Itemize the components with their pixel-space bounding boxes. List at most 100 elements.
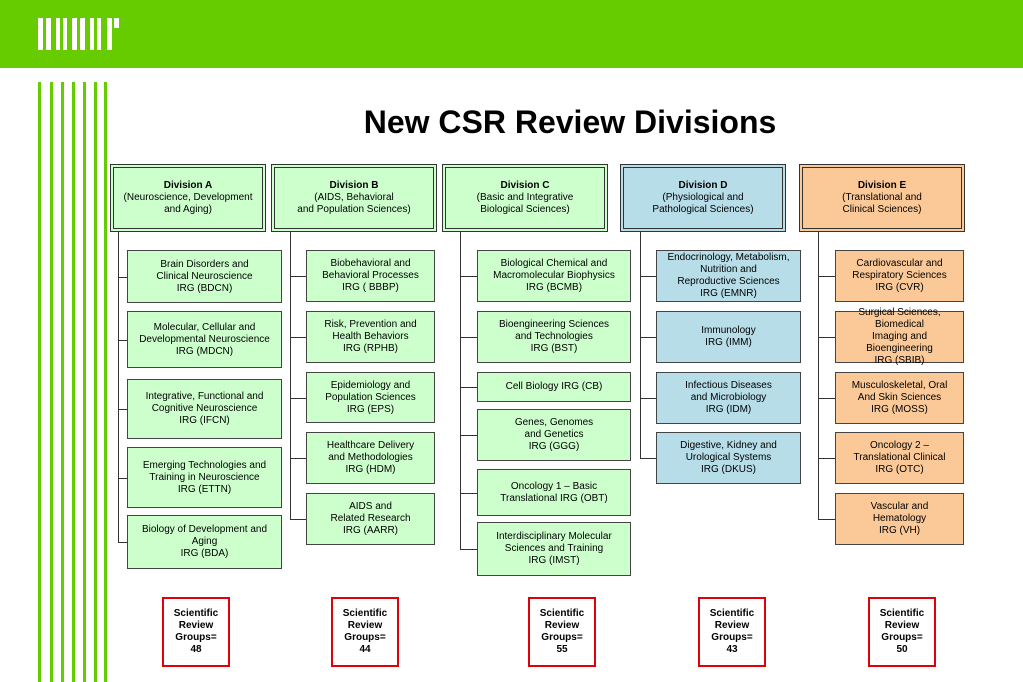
irg-label-line: Macromolecular Biophysics (493, 270, 615, 281)
count-label-line: 43 (726, 644, 738, 655)
irg-label-line: Cognitive Neuroscience (151, 403, 258, 414)
irg-label-line: Oncology 2 – (870, 440, 929, 451)
connector-branch (118, 340, 127, 341)
irg-label-line: IRG (AARR) (343, 525, 398, 536)
irg-label-line: Cell Biology IRG (CB) (505, 381, 603, 392)
page-title: New CSR Review Divisions (363, 104, 777, 140)
division-description: (Basic and Integrative (476, 192, 574, 203)
irg-label-line: IRG (IMM) (705, 337, 752, 348)
count-label-line: Review (884, 620, 920, 631)
irg-label-line: Epidemiology and (330, 379, 411, 391)
irg-label-line: And Skin Sciences (857, 392, 942, 403)
irg-label-line: IRG (RPHB) (343, 343, 398, 354)
irg-label-line: and Genetics (524, 429, 584, 440)
irg-label-line: and Technologies (515, 331, 593, 342)
connector-branch (818, 458, 835, 459)
connector-branch (640, 276, 656, 277)
irg-label-line: IRG (MOSS) (871, 404, 928, 415)
connector-branch (640, 337, 656, 338)
irg-label-line: Genes, Genomes (514, 417, 594, 428)
division-description: (Neuroscience, Development (123, 192, 253, 203)
irg-label-line: Biobehavioral and (330, 258, 411, 269)
division-name: Division D (678, 180, 728, 191)
irg-label-line: IRG (BDCN) (176, 282, 233, 294)
irg-label-line: IRG (VH) (878, 525, 921, 536)
connector-branch (290, 458, 306, 459)
connector-branch (290, 398, 306, 399)
irg-label-line: Endocrinology, Metabolism, (667, 252, 790, 263)
count-label-line: 44 (359, 644, 371, 655)
division-description: (AIDS, Behavioral (314, 192, 394, 203)
connector-branch (818, 276, 835, 277)
connector-branch (118, 409, 127, 410)
division-name: Division B (329, 180, 379, 191)
irg-label-line: Nutrition and (700, 264, 757, 275)
connector-branch (460, 276, 477, 277)
division-description: Biological Sciences) (480, 204, 570, 215)
count-label-line: Scientific (342, 608, 388, 619)
irg-label-line: IRG (EPS) (346, 403, 395, 415)
count-label-line: 50 (896, 644, 908, 655)
irg-label-line: AIDS and (349, 501, 392, 512)
irg-label-line: IRG (BST) (530, 343, 578, 354)
division-d-connector-trunk (640, 232, 641, 458)
irg-label-line: IRG (HDM) (345, 464, 396, 475)
irg-label-line: Reproductive Sciences (677, 276, 780, 287)
irg-label-line: Respiratory Sciences (852, 270, 947, 281)
irg-label-line: IRG ( BBBP) (342, 282, 399, 293)
irg-box: Cell Biology IRG (CB) (477, 372, 631, 402)
division-c-connector-trunk (460, 232, 461, 549)
irg-label-line: Biological Chemical and (500, 258, 608, 269)
irg-label-line: IRG (IDM) (705, 404, 752, 415)
count-label-line: Scientific (709, 608, 755, 619)
irg-label-line: Healthcare Delivery (326, 440, 415, 451)
header-banner (0, 0, 1023, 68)
irg-label-line: Digestive, Kidney and (680, 440, 777, 451)
irg-label-line: IRG (DKUS) (701, 464, 756, 475)
connector-branch (460, 387, 477, 388)
irg-label-line: Urological Systems (685, 452, 772, 463)
count-label-line: Scientific (539, 608, 585, 619)
connector-branch (460, 549, 477, 550)
count-label-line: Groups= (711, 632, 753, 643)
irg-label-line: Developmental Neuroscience (139, 333, 270, 345)
division-description: and Aging) (164, 204, 212, 215)
irg-label-line: Bioengineering Sciences (498, 319, 610, 330)
irg-label-line: Related Research (330, 513, 411, 524)
connector-branch (290, 337, 306, 338)
division-description: (Translational and (842, 192, 922, 203)
division-description: Pathological Sciences) (652, 204, 754, 215)
irg-label-line: IRG (CVR) (875, 282, 924, 293)
division-description: Clinical Sciences) (842, 204, 922, 215)
irg-label-line: Molecular, Cellular and (153, 321, 256, 333)
count-label-line: Groups= (881, 632, 923, 643)
irg-label-line: Sciences and Training (504, 543, 604, 554)
connector-branch (290, 519, 306, 520)
connector-branch (818, 398, 835, 399)
count-label-line: Scientific (173, 608, 219, 619)
connector-branch (290, 276, 306, 277)
division-b-connector-trunk (290, 232, 291, 519)
connector-branch (818, 519, 835, 520)
connector-branch (818, 337, 835, 338)
